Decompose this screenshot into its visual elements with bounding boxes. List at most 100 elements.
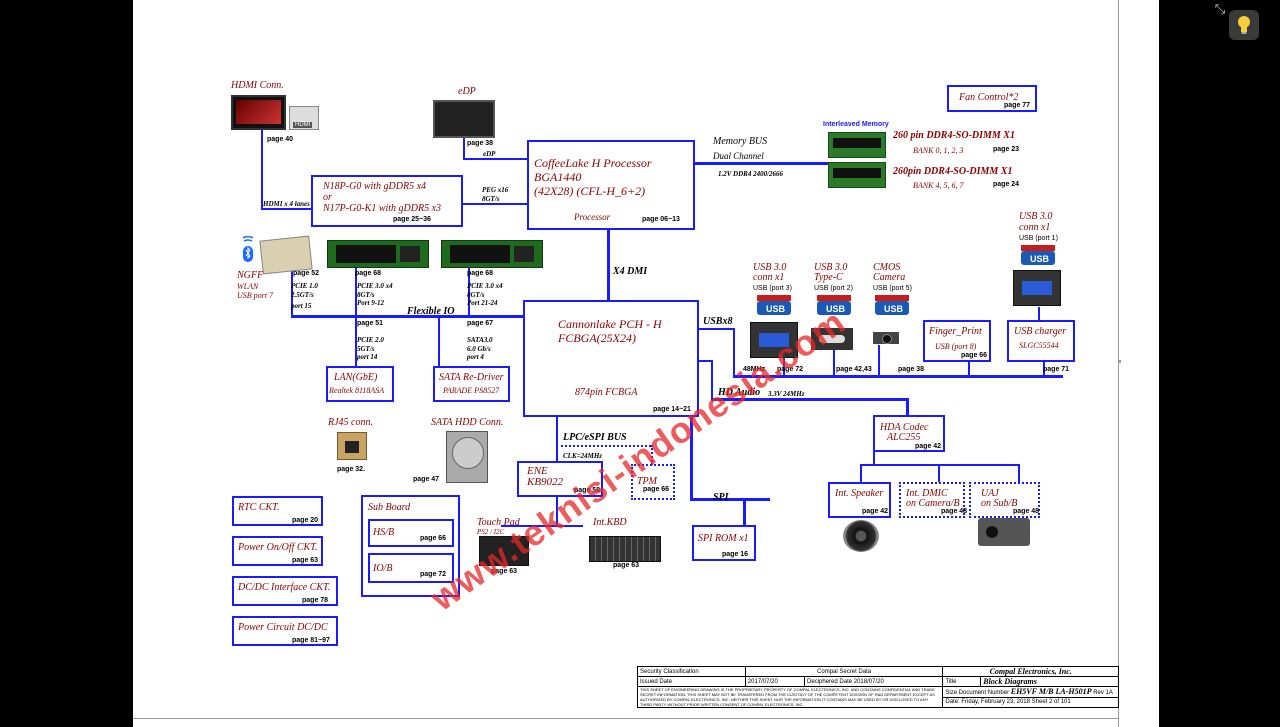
audio-jack-image [978,518,1030,546]
processor-line2: BGA1440 [534,170,582,184]
touchpad-title: Touch Pad [477,517,520,528]
usb2-port: USB (port 2) [814,285,853,292]
ssd1-page: page 68 [355,270,382,277]
ene-block[interactable]: ENE KB9022 page 58 [517,461,603,497]
lan-title: LAN(GbE) [334,372,378,383]
pch-block[interactable]: Cannonlake PCH - H FCBGA(25X24) 874pin F… [523,300,699,417]
dmic-block[interactable]: Int. DMIC on Camera/B page 48 [899,482,967,518]
dimm1-page: page 23 [993,146,1020,153]
ssd1-l1: PCIE 3.0 x4 [357,282,393,290]
ssd1-image [327,240,429,268]
tb-title-label: Title [942,676,982,687]
powercircuit-page: page 81~97 [292,637,330,644]
ngff-sub2: USB port 7 [237,291,273,300]
finger-title: Finger_Print [929,326,982,337]
tb-security: Security Classification [637,666,746,677]
gpu-line3: N17P-G0-K1 with gDDR5 x3 [323,203,442,214]
tb-issued-val: 2017/07/20 [744,676,806,687]
iob-page: page 72 [420,571,447,578]
ene-page: page 58 [574,487,601,494]
tb-deciphered-val: 2018/07/20 [853,678,884,685]
rj45-page: page 32. [337,466,366,473]
pch-line3: 874pin FCBGA [575,387,638,398]
iob-block[interactable]: IO/B page 72 [368,553,454,583]
lan-l2: 5GT/s [357,345,375,353]
tb-of: of [1054,699,1060,706]
dcdc-interface-block[interactable]: DC/DC Interface CKT. page 78 [232,576,338,606]
hdd-image [446,431,488,483]
sata-redriver-block[interactable]: SATA Re-Driver PARADE PS8527 [433,366,510,402]
dimm1-image [828,132,886,158]
rj45-image [337,432,367,460]
speaker-block[interactable]: Int. Speaker page 42 [828,482,891,518]
hda-title: HDA Codec [880,422,929,433]
lan-sub: Realtek 8118ASA [329,386,385,395]
usb2-l1: USB 3.0 [814,262,848,273]
memory-channel: Dual Channel [713,151,764,161]
usb3conn-logo: USB [1021,245,1055,265]
dcdc-title: DC/DC Interface CKT. [238,582,331,593]
finger-print-block[interactable]: Finger_Print USB (port 8) page 66 [923,320,991,362]
sata-title: SATA Re-Driver [439,372,504,383]
hdmi-logo: HDMI [293,122,313,128]
lan-l1: PCIE 2.0 [357,336,384,344]
schematic-sheet: HDMI Conn. HDMI page 40 HDMI x 4 lanes e… [133,0,1159,727]
uaj-block[interactable]: UAJ on Sub/B page 48 [969,482,1040,518]
usb3conn-l2: conn x1 [1019,222,1051,233]
keyboard-image [589,536,661,562]
lan-block[interactable]: LAN(GbE) Realtek 8118ASA [326,366,394,402]
power-onoff-block[interactable]: Power On/Off CKT. page 63 [232,536,323,566]
kbd-title: Int.KBD [593,517,627,528]
sub-board-block[interactable]: Sub Board HS/B page 66 IO/B page 72 [361,495,460,597]
hdaudio-label: HD Audio [718,387,761,398]
hda-codec-block[interactable]: HDA Codec ALC255 page 42 [873,415,945,452]
lightbulb-icon[interactable] [1229,10,1259,40]
sata-l3: port 4 [467,353,484,361]
dimm2-page: page 24 [993,181,1020,188]
spi-rom-block[interactable]: SPI ROM x1 page 16 [692,525,756,561]
gpu-block[interactable]: N18P-G0 with gDDR5 x4 or N17P-G0-K1 with… [311,175,463,227]
hdmi-title: HDMI Conn. [231,80,284,91]
finger-page: page 66 [961,352,988,359]
tb-date-val: Friday, February 23, 2018 [961,699,1030,706]
usb-charger-block[interactable]: USB charger SLGC55544 [1007,320,1075,362]
cmos-l2: Camera [873,272,906,283]
monitor-image [231,95,286,130]
gpu-peg2: 8GT/s [482,195,500,203]
typec-port-image [811,328,853,350]
power-circuit-block[interactable]: Power Circuit DC/DC page 81~97 [232,616,338,646]
tb-date: Date: [945,699,960,706]
usbx8-label: USBx8 [703,316,733,327]
sata-page: page 67 [467,320,494,327]
spi-title: SPI ROM x1 [698,533,749,544]
processor-block[interactable]: CoffeeLake H Processor BGA1440 (42X28) (… [527,140,695,230]
freq48-label: 48MHz [743,366,766,373]
usb1-l1: USB 3.0 [753,262,787,273]
tb-total: 101 [1060,699,1071,706]
title-block: Security Classification Compal Secret Da… [636,666,1119,708]
ngff-pcie2: 2.5GT/s [291,291,314,299]
cmos-page: page 38 [898,366,925,373]
cmos-port: USB (port 5) [873,285,912,292]
rtc-block[interactable]: RTC CKT. page 20 [232,496,323,526]
hdmi-link: HDMI x 4 lanes [263,200,310,208]
tb-date-row: Date: Friday, February 23, 2018 Sheet 2 … [942,696,1119,708]
tpm-block[interactable]: TPM page 66 [631,464,675,500]
rtc-page: page 20 [292,517,319,524]
tpm-title: TPM [637,476,657,487]
collapse-arrows-icon[interactable]: ⤡ [1214,2,1226,17]
gpu-page: page 25~36 [393,216,431,223]
touchpad-sub: PS2 / I2C [477,528,505,536]
cmos-l1: CMOS [873,262,901,273]
fan-control-block[interactable]: Fan Control*2 page 77 [947,85,1037,112]
hdd-title: SATA HDD Conn. [431,417,504,428]
hsb-block[interactable]: HS/B page 66 [368,519,454,547]
ssd1-l2: 8GT/s [357,291,375,299]
tb-size: Size [945,690,958,697]
kbd-page: page 63 [613,562,640,569]
dimm1-title: 260 pin DDR4-SO-DIMM X1 [893,130,1015,141]
rtc-title: RTC CKT. [238,502,280,513]
sata-l1: SATA3.0 [467,336,493,344]
uaj-l1: UAJ [981,488,999,499]
ngff-pcie1: PCIE 1.0 [291,282,318,290]
